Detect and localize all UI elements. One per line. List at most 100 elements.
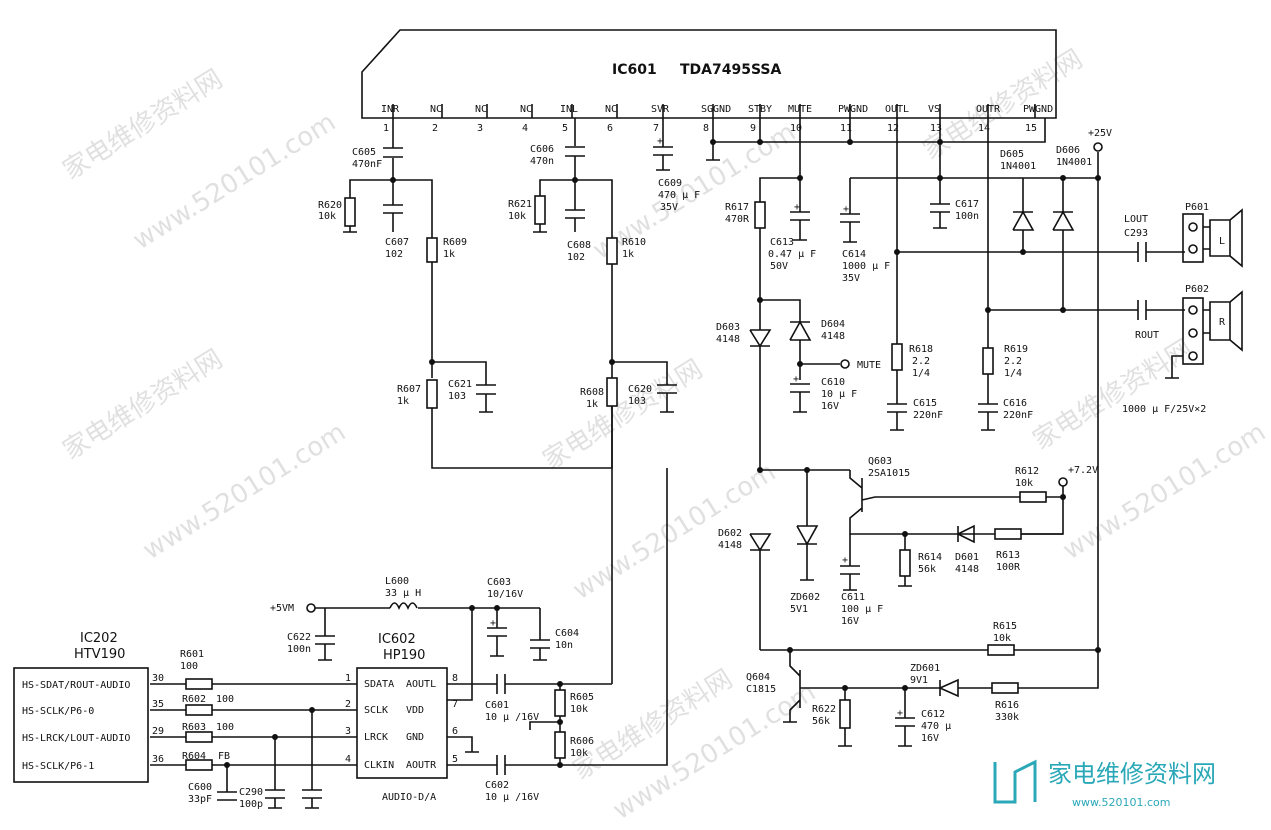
svg-text:+: + [657, 136, 663, 147]
c611-val: 100 μ F [841, 604, 883, 615]
r610-ref: R610 [622, 237, 646, 248]
c611-ref: C611 [841, 592, 865, 603]
r604-ref: R604 [182, 751, 206, 762]
q603-val: 2SA1015 [868, 468, 910, 479]
c606-val: 470n [530, 156, 554, 167]
ic601-pin-label: OUTR [976, 104, 1001, 115]
ic202-pin-number: 36 [152, 754, 164, 765]
rail-25v: +25V [1088, 128, 1112, 139]
r613-val: 100R [996, 562, 1021, 573]
ic601-pin-label: PWGND [838, 104, 868, 115]
speaker-outputs: LOUT C293 ROUT L P601 R P602 1000 μ F/25… [1122, 202, 1243, 415]
r614-ref: R614 [918, 552, 942, 563]
r613-ref: R613 [996, 550, 1020, 561]
ic601: IC601 TDA7495SSA INR1NC2NC3NC4INL5NC6SVR… [361, 29, 1057, 134]
c621-ref: C621 [448, 379, 472, 390]
logo-cn: 家电维修资料网 [1048, 760, 1216, 788]
l600-val: 33 μ H [385, 588, 421, 599]
ic602-name: IC602 [378, 632, 416, 647]
c604-val: 10n [555, 640, 573, 651]
rail-5v: +5VM [270, 603, 294, 614]
c608-ref: C608 [567, 240, 591, 251]
ic601-pin-number: 12 [887, 123, 899, 134]
ic602-pin-number: 8 [452, 673, 458, 684]
d603-val: 4148 [716, 334, 740, 345]
c609-ref: C609 [658, 178, 682, 189]
r615-val: 10k [993, 633, 1011, 644]
c601-ref: C601 [485, 700, 509, 711]
ic601-part: TDA7495SSA [680, 62, 782, 78]
ic602-pin-label: VDD [406, 705, 424, 716]
watermark-cn: 家电维修资料网 [538, 354, 708, 476]
zd601-val: 9V1 [910, 675, 928, 686]
ic601-pin-number: 2 [432, 123, 438, 134]
d606-val: 1N4001 [1056, 157, 1092, 168]
c622-val: 100n [287, 644, 311, 655]
watermark-site: www.520101.com [138, 417, 351, 566]
ic601-pin-number: 9 [750, 123, 756, 134]
ic202-part: HTV190 [74, 647, 125, 662]
c611-val2: 16V [841, 616, 859, 627]
c617-val: 100n [955, 211, 979, 222]
d605-ref: D605 [1000, 149, 1024, 160]
ic601-pin-number: 4 [522, 123, 528, 134]
ic601-pin-number: 3 [477, 123, 483, 134]
speaker-r: R [1219, 317, 1226, 328]
logo-url: www.520101.com [1072, 796, 1170, 809]
d605-val: 1N4001 [1000, 161, 1036, 172]
ic601-pin-number: 1 [383, 123, 389, 134]
r614-val: 56k [918, 564, 936, 575]
ic601-name: IC601 [612, 62, 657, 78]
r609-val: 1k [443, 249, 455, 260]
input-network-r: C605 470nF R620 10k C607 102 R609 1k R60… [318, 118, 613, 469]
dac-section: IC602 HP190 AUDIO-D/A 1SDATA2SCLK3LRCK4C… [150, 468, 668, 803]
c605-ref: C605 [352, 147, 376, 158]
speaker-l: L [1219, 236, 1225, 247]
d606-ref: D606 [1056, 145, 1080, 156]
r601-ref: R601 [180, 649, 204, 660]
svg-text:+: + [490, 618, 496, 629]
watermark-cn: 家电维修资料网 [1028, 334, 1198, 456]
svg-text:+: + [842, 555, 848, 566]
ic601-pin-number: 14 [978, 123, 990, 134]
r608-ref: R608 [580, 387, 604, 398]
r607-ref: R607 [397, 384, 421, 395]
ic202-pin-number: 35 [152, 699, 164, 710]
r605-ref: R605 [570, 692, 594, 703]
ic601-pin-label: NC [430, 104, 442, 115]
ic602-pin-label: GND [406, 732, 424, 743]
c290-val: 100p [239, 799, 263, 810]
ic601-pin-label: SGGND [701, 104, 731, 115]
c615-ref: C615 [913, 398, 937, 409]
site-logo: 家电维修资料网 www.520101.com [993, 759, 1216, 809]
ic602-pin-label: SCLK [364, 705, 388, 716]
r607-val: 1k [397, 396, 409, 407]
r618-ref: R618 [909, 344, 933, 355]
r622-ref: R622 [812, 704, 836, 715]
c609-val2: 35V [660, 202, 678, 213]
ic601-pin-number: 10 [790, 123, 802, 134]
zd602-ref: ZD602 [790, 592, 820, 603]
ic601-pin-number: 7 [653, 123, 659, 134]
ic602-pin-number: 2 [345, 699, 351, 710]
ic602-pin-label: AOUTL [406, 679, 436, 690]
c607-ref: C607 [385, 237, 409, 248]
ic601-pin-label: MUTE [788, 104, 812, 115]
r603-val: 100 [216, 722, 234, 733]
ic202: IC202 HTV190 HS-SDAT/ROUT-AUDIO30HS-SCLK… [13, 631, 322, 810]
input-network-l: C606 470n R621 10k C608 102 R610 1k R608… [508, 118, 677, 684]
ic602-pin-label: LRCK [364, 732, 388, 743]
c612-val: 470 μ [921, 721, 951, 732]
ic601-pin-label: SVR [651, 104, 670, 115]
watermark-cn: 家电维修资料网 [58, 64, 228, 186]
c613-val: 0.47 μ F [768, 249, 816, 260]
q603-ref: Q603 [868, 456, 892, 467]
ic601-pin-label: INL [560, 104, 578, 115]
c602-ref: C602 [485, 780, 509, 791]
ic602-footer: AUDIO-D/A [382, 792, 436, 803]
ic601-pin-number: 15 [1025, 123, 1037, 134]
ic602-pin-number: 6 [452, 726, 458, 737]
c610-val: 10 μ F [821, 389, 857, 400]
watermark-site: www.520101.com [568, 457, 781, 606]
ic602-pin-number: 4 [345, 754, 351, 765]
